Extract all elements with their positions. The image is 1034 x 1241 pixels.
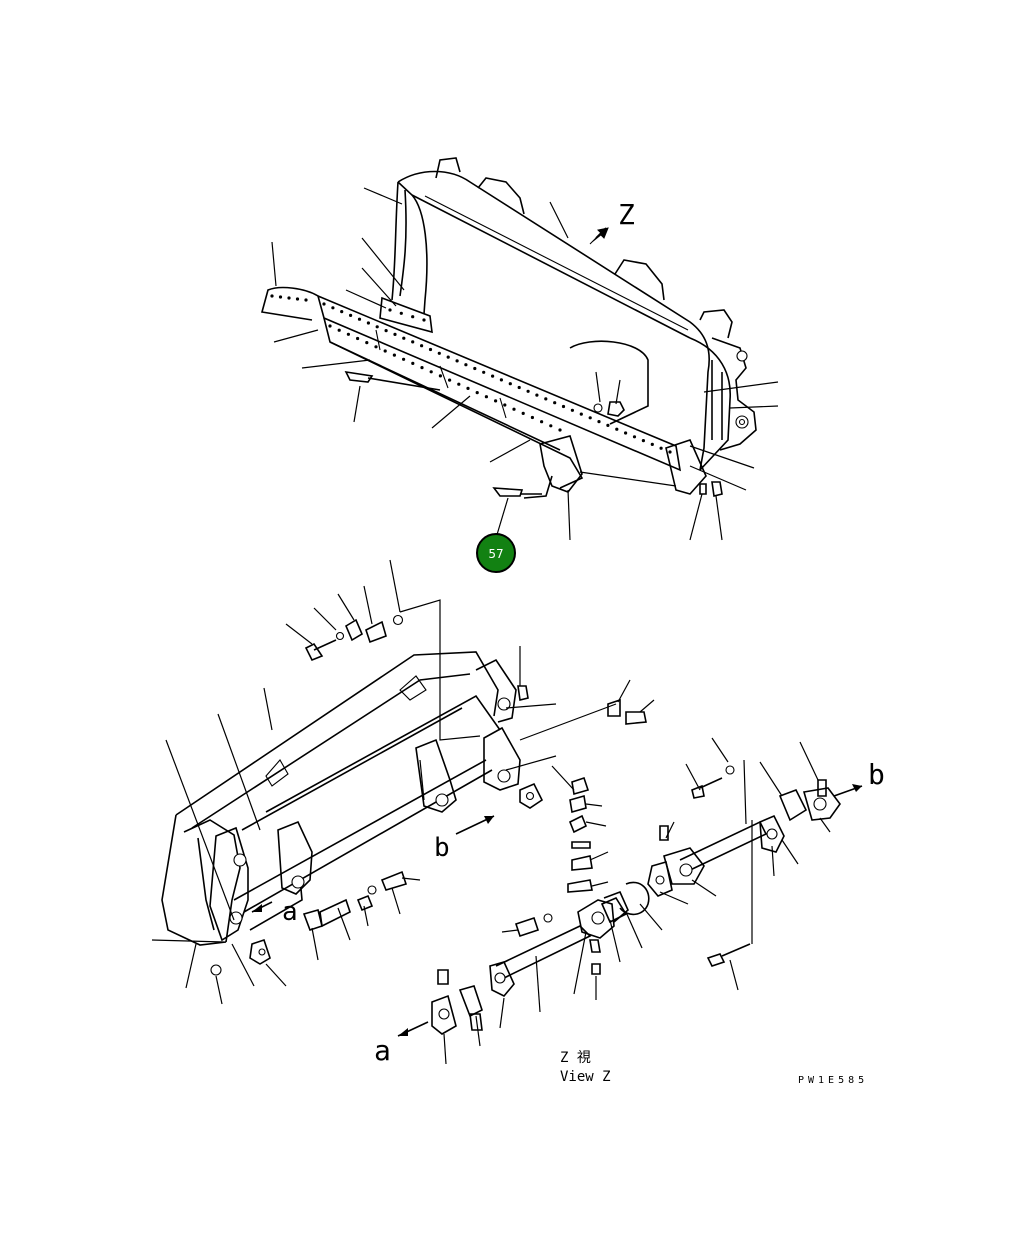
bolt-hole [366,321,370,325]
bolt-hole [304,298,308,302]
bolt-hole [422,318,426,322]
bolt-hole [328,324,332,328]
bolt-hole [535,393,539,397]
bolt-hole [641,439,646,443]
bolt-hole [466,386,470,390]
bolt-hole [287,296,291,300]
bolt-hole [540,420,544,424]
bolt-hole [411,361,415,365]
callout-57-number: 57 [488,547,503,561]
view-z-caption-jp: Z 視 [560,1050,591,1066]
bolt-hole [446,355,450,359]
bolt-hole [526,389,530,393]
bolt-hole [597,420,601,424]
bolt-hole [349,313,353,317]
bolt-hole [340,310,344,314]
bolt-hole [650,442,654,446]
bolt-hole [356,336,360,341]
bolt-hole [388,308,392,312]
bolt-hole [606,423,610,427]
bolt-hole [558,428,562,432]
bolt-hole [357,317,362,321]
detail-b-label-frame: b [434,833,450,863]
detail-b-label-right: b [868,758,885,791]
bolt-hole [420,366,424,370]
linkage-detail: a b [374,737,885,1067]
bolt-hole [270,294,274,298]
bolt-hole [365,341,369,345]
bolt-hole [411,340,415,344]
bolt-hole [475,391,479,395]
bolt-hole [491,374,495,378]
bolt-hole [402,336,406,340]
bolt-hole [399,311,403,315]
bolt-hole [553,401,557,405]
bolt-hole [437,351,441,355]
bolt-hole [393,332,397,336]
bolt-hole [375,325,379,329]
bolt-hole [331,306,335,310]
bolt-hole [561,404,566,409]
bolt-hole [346,332,350,336]
bolt-hole [530,415,535,420]
bolt-hole [455,359,459,363]
bolt-hole [420,344,424,348]
bolt-hole [494,399,498,403]
bolt-hole [411,315,415,319]
detail-a-label-bottom: a [374,1034,391,1067]
view-z-caption-en: View Z [560,1069,611,1085]
bolt-hole [659,446,663,450]
bolt-hole [668,450,672,454]
bolt-hole [632,435,637,439]
bolt-hole [383,349,387,353]
detail-a-label-frame: a [282,897,298,927]
upper-blade-assembly: Z 57 [260,157,779,573]
drawing-code: PW1E585 [798,1075,868,1086]
lower-frame-assembly: b a [151,559,655,1005]
bolt-hole [457,382,461,386]
bolt-hole [337,328,341,332]
bolt-hole [402,357,406,361]
bolt-hole [517,385,521,390]
bolt-hole [549,424,553,428]
view-z-marker: Z [618,198,635,231]
bolt-hole [392,353,396,357]
bolt-hole [384,329,388,333]
bolt-hole [521,411,525,415]
bolt-hole [579,412,583,416]
bolt-hole [295,297,300,301]
bolt-hole [438,374,442,378]
bolt-hole [570,408,575,412]
bolt-hole [473,366,477,371]
bolt-hole [482,370,486,374]
bolt-hole [512,407,516,411]
bolt-hole [508,382,512,386]
bolt-hole [544,397,548,401]
bolt-hole [464,363,468,367]
cutting-edge-bolt-holes [270,294,672,454]
bolt-hole [615,427,619,431]
bolt-hole [428,347,433,352]
bolt-hole [624,431,628,435]
bolt-hole [484,395,488,399]
bolt-hole [322,302,326,306]
bolt-hole [374,345,378,349]
callout-57[interactable]: 57 [476,533,516,573]
bolt-hole [448,378,452,382]
bolt-hole [503,403,507,407]
bolt-hole [499,378,503,382]
bolt-hole [429,370,433,374]
bolt-hole [278,295,283,299]
bolt-hole [588,416,592,420]
